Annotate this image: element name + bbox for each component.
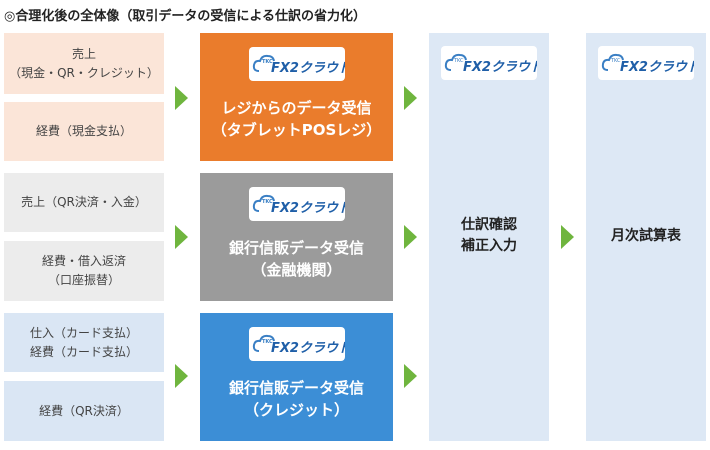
source-line: 経費（QR決済） xyxy=(39,403,129,418)
svg-text:TKC: TKC xyxy=(262,199,273,205)
cloud-icon: TKC FX2クラウド xyxy=(601,53,694,75)
diagram-title: ◎合理化後の全体像（取引データの受信による仕訳の省力化） xyxy=(4,9,366,24)
journal-entry-column: TKC FX2クラウド 仕訳確認 補正入力 xyxy=(429,33,549,441)
svg-text:FX2クラウド: FX2クラウド xyxy=(271,201,345,216)
svg-text:TKC: TKC xyxy=(453,58,464,64)
right-arrow-icon xyxy=(561,225,574,249)
source-box-account-transfer: 経費・借入返済 （口座振替） xyxy=(4,241,164,301)
receiver-line: （クレジット） xyxy=(243,401,349,419)
source-line: 仕入（カード支払） xyxy=(29,325,138,340)
trial-balance-column: TKC FX2クラウド 月次試算表 xyxy=(586,33,706,441)
fx2-cloud-logo: TKC FX2クラウド xyxy=(598,46,694,80)
fx2-cloud-logo: TKC FX2クラウド xyxy=(248,187,345,221)
receiver-line: （金融機関） xyxy=(251,261,342,279)
right-arrow-icon xyxy=(175,364,188,388)
source-line: 売上（QR決済・入金） xyxy=(21,195,147,209)
receiver-line: （タブレットPOSレジ） xyxy=(211,121,382,139)
journal-line: 補正入力 xyxy=(461,238,517,254)
right-arrow-icon xyxy=(404,364,417,388)
trial-balance-line: 月次試算表 xyxy=(611,228,681,244)
receiver-line: レジからのデータ受信 xyxy=(221,99,372,117)
cloud-icon: TKC FX2クラウド xyxy=(252,334,345,356)
svg-text:TKC: TKC xyxy=(262,339,273,345)
journal-line: 仕訳確認 xyxy=(461,217,517,233)
journal-entry-label: 仕訳確認 補正入力 xyxy=(429,215,549,257)
cloud-icon: TKC FX2クラウド xyxy=(252,194,345,216)
svg-text:TKC: TKC xyxy=(262,59,273,65)
source-box-cash-expense: 経費（現金支払） xyxy=(4,102,164,161)
svg-text:FX2クラウド: FX2クラウド xyxy=(271,61,345,76)
svg-text:FX2クラウド: FX2クラウド xyxy=(271,341,345,356)
fx2-cloud-logo: TKC FX2クラウド xyxy=(441,46,537,80)
svg-text:FX2クラウド: FX2クラウド xyxy=(463,60,537,75)
fx2-cloud-logo: TKC FX2クラウド xyxy=(248,327,345,361)
source-line: 経費（カード支払） xyxy=(29,344,138,359)
right-arrow-icon xyxy=(175,225,188,249)
receiver-box-pos-register: TKC FX2クラウド レジからのデータ受信 （タブレットPOSレジ） xyxy=(200,33,393,161)
right-arrow-icon xyxy=(175,86,188,110)
svg-text:FX2クラウド: FX2クラウド xyxy=(620,60,694,75)
source-box-qr-sales: 売上（QR決済・入金） xyxy=(4,173,164,232)
source-line: 経費・借入返済 xyxy=(41,254,126,268)
receiver-line: 銀行信販データ受信 xyxy=(228,379,364,397)
receiver-box-credit: TKC FX2クラウド 銀行信販データ受信 （クレジット） xyxy=(200,313,393,441)
source-line: （口座振替） xyxy=(47,273,120,287)
source-box-qr-expense: 経費（QR決済） xyxy=(4,381,164,441)
cloud-icon: TKC FX2クラウド xyxy=(252,54,345,76)
source-box-cash-sales: 売上 （現金・QR・クレジット） xyxy=(4,33,164,94)
svg-text:TKC: TKC xyxy=(610,58,621,64)
receiver-line: 銀行信販データ受信 xyxy=(228,239,364,257)
source-line: （現金・QR・クレジット） xyxy=(9,65,159,80)
right-arrow-icon xyxy=(404,225,417,249)
source-line: 経費（現金支払） xyxy=(35,124,132,138)
cloud-icon: TKC FX2クラウド xyxy=(444,53,537,75)
trial-balance-label: 月次試算表 xyxy=(586,226,706,247)
receiver-box-bank: TKC FX2クラウド 銀行信販データ受信 （金融機関） xyxy=(200,173,393,301)
source-box-card-payments: 仕入（カード支払） 経費（カード支払） xyxy=(4,313,164,372)
right-arrow-icon xyxy=(404,86,417,110)
source-line: 売上 xyxy=(71,46,96,61)
fx2-cloud-logo: TKC FX2クラウド xyxy=(248,47,345,81)
